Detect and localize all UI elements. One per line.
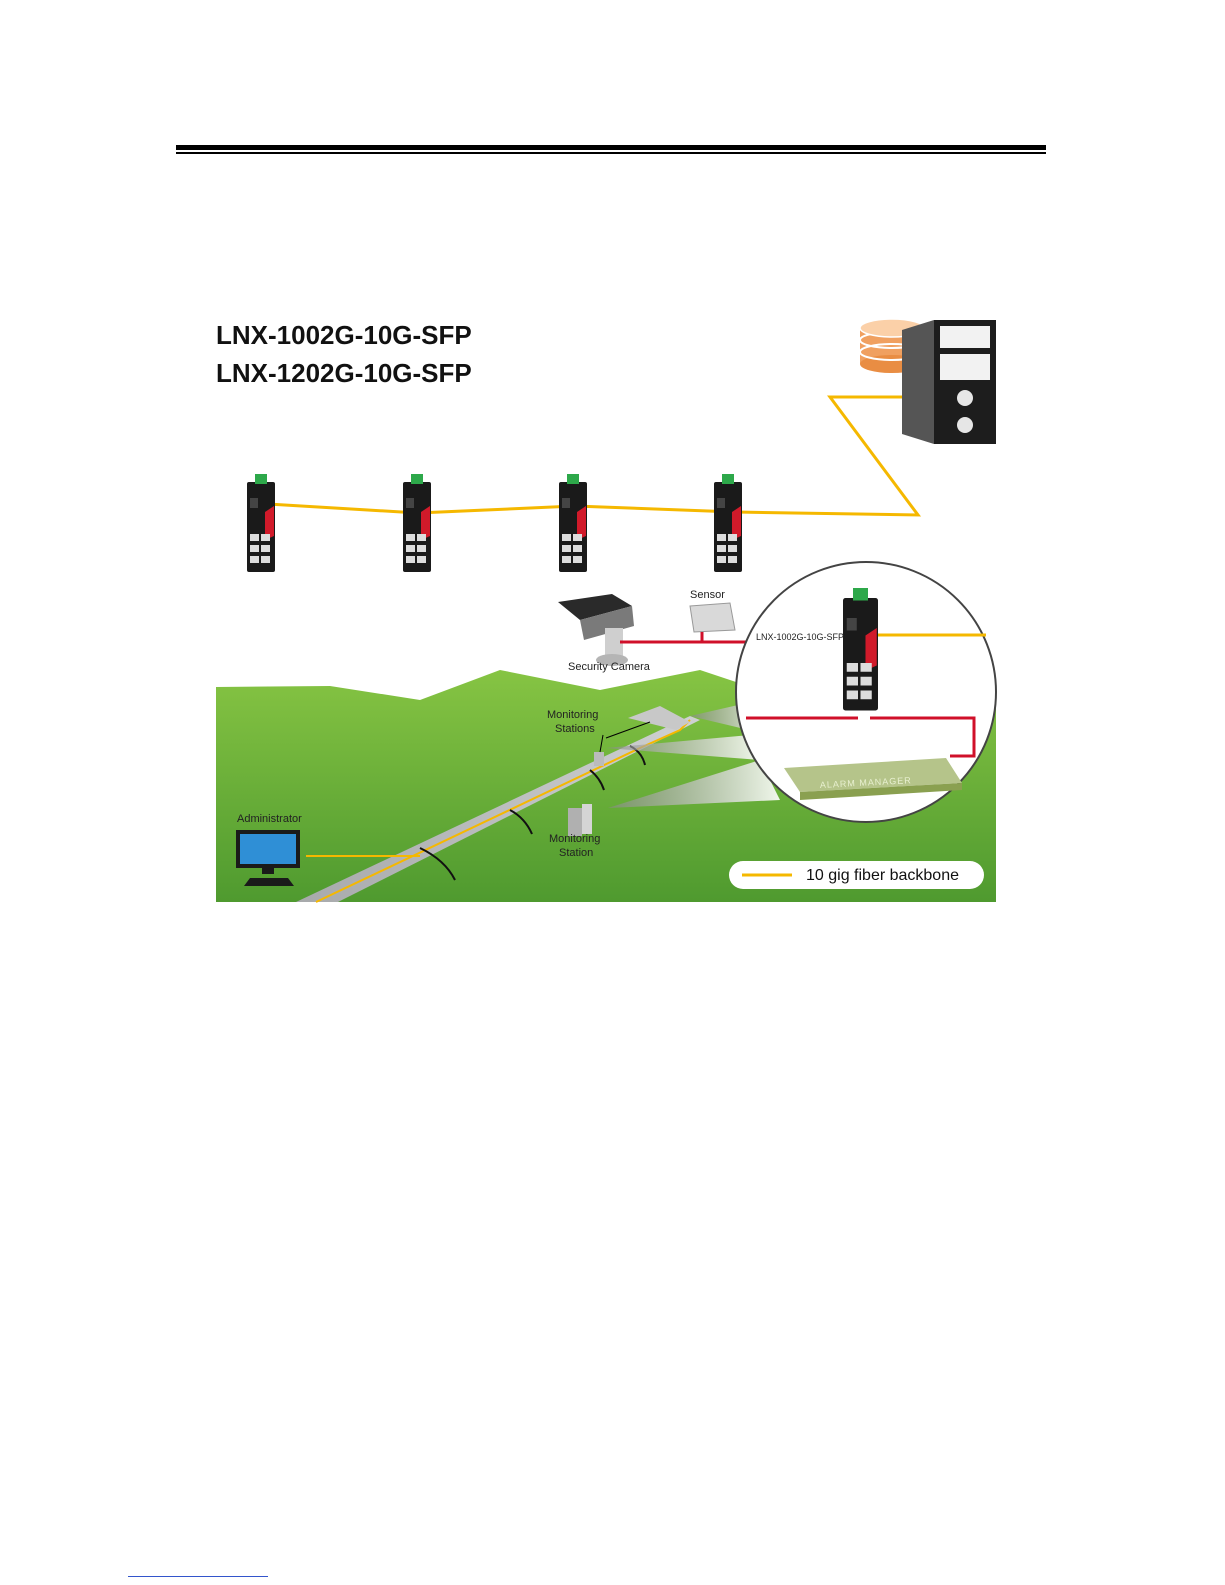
sensor-icon bbox=[690, 603, 735, 632]
label-security-camera: Security Camera bbox=[568, 661, 651, 673]
legend: 10 gig fiber backbone bbox=[729, 861, 984, 889]
diagram-title-line1: LNX-1002G-10G-SFP bbox=[216, 320, 472, 350]
monitoring-station-far bbox=[594, 752, 604, 766]
legend-fiber-label: 10 gig fiber backbone bbox=[806, 867, 959, 884]
label-monitoring-stations-1: Monitoring bbox=[547, 709, 598, 721]
switch-icon bbox=[247, 474, 275, 572]
fiber-backbone-line bbox=[268, 397, 918, 515]
label-monitoring-stations-2: Stations bbox=[555, 723, 595, 735]
switch-icon bbox=[559, 474, 587, 572]
diagram-title-line2: LNX-1202G-10G-SFP bbox=[216, 358, 472, 388]
switch-icon bbox=[403, 474, 431, 572]
label-switch-model: LNX-1002G-10G-SFP bbox=[756, 632, 844, 642]
label-monitoring-station-1: Monitoring bbox=[549, 833, 600, 845]
camera-icon bbox=[558, 594, 634, 666]
monitoring-station-near bbox=[568, 804, 592, 836]
label-sensor: Sensor bbox=[690, 589, 725, 601]
label-administrator: Administrator bbox=[237, 813, 302, 825]
footer-underline bbox=[128, 1576, 268, 1577]
server-icon bbox=[902, 320, 996, 444]
switch-icon bbox=[714, 474, 742, 572]
label-monitoring-station-2: Station bbox=[559, 847, 593, 859]
